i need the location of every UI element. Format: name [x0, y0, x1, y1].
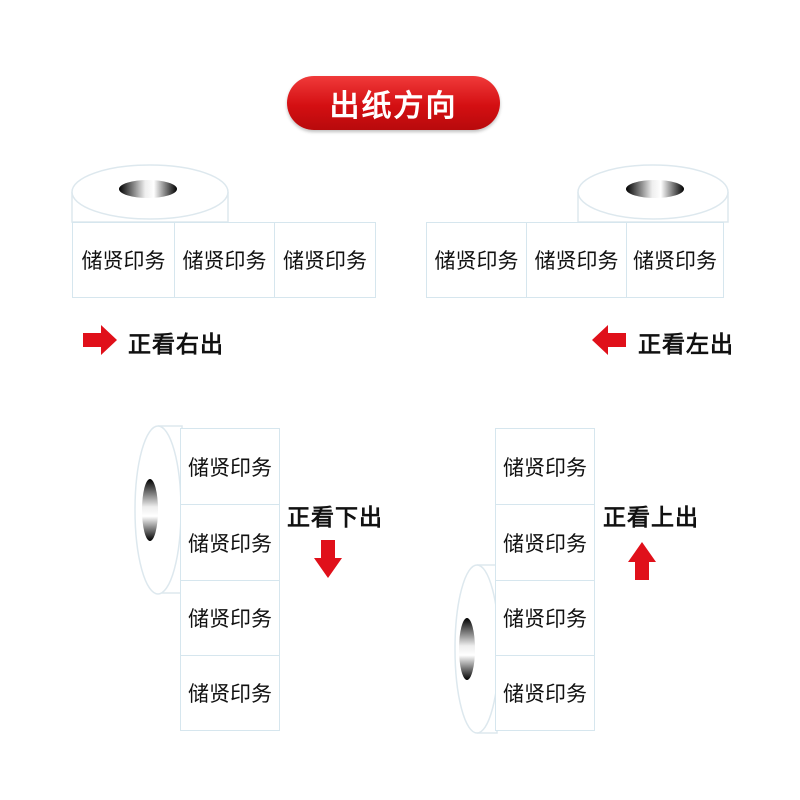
- label-cell: 储贤印务: [626, 222, 724, 298]
- label-cell: 储贤印务: [180, 655, 280, 731]
- arrow-down-icon: [314, 540, 342, 578]
- label-cell: 储贤印务: [174, 222, 275, 298]
- label-cell: 储贤印务: [180, 504, 280, 581]
- direction-label-left: 正看左出: [638, 332, 734, 358]
- roll-core-icon: [459, 618, 475, 680]
- direction-label-down: 正看下出: [287, 505, 383, 531]
- label-cell: 储贤印务: [180, 580, 280, 656]
- roll-core-icon: [119, 180, 177, 198]
- label-cell: 储贤印务: [274, 222, 376, 298]
- arrow-right-icon: [83, 325, 117, 355]
- arrow-up-icon: [628, 542, 656, 580]
- roll-core-icon: [142, 479, 158, 541]
- label-cell: 储贤印务: [495, 504, 595, 581]
- label-cell: 储贤印务: [526, 222, 627, 298]
- direction-label-right: 正看右出: [128, 332, 224, 358]
- arrow-left-icon: [592, 325, 626, 355]
- label-cell: 储贤印务: [495, 580, 595, 656]
- roll-top-left: [71, 164, 229, 223]
- roll-core-icon: [626, 180, 684, 198]
- roll-bottom-right: [454, 564, 500, 734]
- label-cell: 储贤印务: [495, 428, 595, 505]
- roll-bottom-left: [134, 425, 183, 595]
- label-cell: 储贤印务: [495, 655, 595, 731]
- roll-top-right: [577, 164, 729, 223]
- label-cell: 储贤印务: [426, 222, 527, 298]
- title-banner: 出纸方向: [287, 76, 500, 130]
- label-cell: 储贤印务: [72, 222, 175, 298]
- label-cell: 储贤印务: [180, 428, 280, 505]
- direction-label-up: 正看上出: [603, 505, 699, 531]
